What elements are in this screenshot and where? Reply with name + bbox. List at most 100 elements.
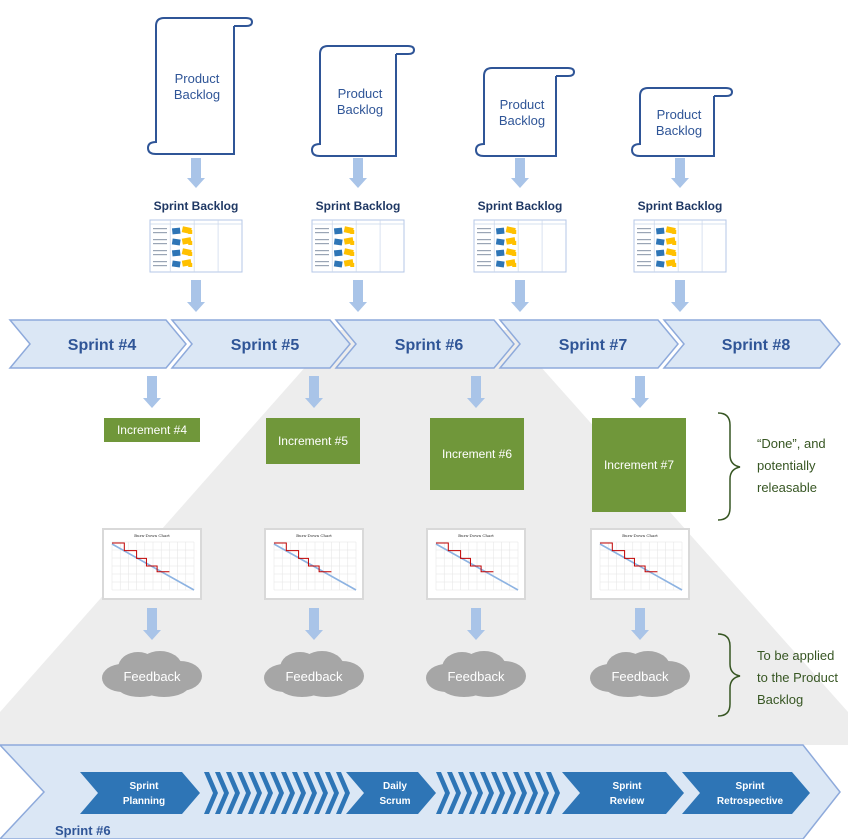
feedback-note: To be applied to the Product Backlog (717, 633, 838, 717)
sprint-chevron-shape (170, 319, 351, 369)
arrow-backlog-to-sprint-backlog-4 (671, 158, 689, 188)
board-yellow-note-small (512, 241, 517, 245)
sprint-chevron-shape (662, 319, 841, 369)
board-task-text (315, 232, 329, 234)
board-blue-note (171, 238, 181, 246)
sprint-backlog-1: Sprint Backlog (149, 199, 243, 273)
hatch-chevron (546, 772, 560, 814)
scroll-body (146, 26, 235, 155)
burndown-actual-line (436, 542, 494, 573)
board-task-text (153, 232, 167, 234)
sprint-event-label-line-2: Scrum (379, 796, 410, 807)
sprint-event-label-line-2: Review (610, 796, 645, 807)
board-yellow-note-small (672, 230, 677, 234)
board-task-text (637, 254, 651, 256)
cloud-lobe (278, 673, 326, 697)
board-task-text (477, 239, 491, 241)
hatch-chevron (237, 772, 251, 814)
feedback-cloud-1: Feedback (102, 651, 202, 697)
arrow-sprint-backlog-to-sprint-4 (671, 280, 689, 312)
burndown-chart-3: Burn-Down Chart (426, 528, 526, 600)
board-blue-note (495, 249, 505, 257)
increment-box (266, 418, 360, 464)
sprint-backlog-4: Sprint Backlog (633, 199, 727, 273)
arrow-backlog-to-sprint-backlog-1 (187, 158, 205, 188)
burndown-ideal-line (435, 543, 519, 591)
arrow-backlog-to-sprint-backlog-2 (349, 158, 367, 188)
arrow-sprint-to-increment-2 (305, 376, 323, 408)
hatch-chevron (248, 772, 262, 814)
burndown-actual-line (600, 542, 658, 573)
board-blue-note (495, 227, 505, 235)
board-task-text (315, 250, 329, 252)
board-task-text (153, 239, 167, 241)
hatch-chevron (226, 772, 240, 814)
increment-label: Increment #7 (604, 458, 674, 472)
sprint-funnel (0, 330, 848, 745)
increment-box (104, 418, 200, 442)
burndown-title: Burn-Down Chart (458, 533, 494, 538)
board-task-text (477, 232, 491, 234)
feedback-note-line-1: To be applied (757, 648, 834, 663)
arrow-sprint-to-increment-4 (631, 376, 649, 408)
done-note-line-2: potentially (757, 458, 816, 473)
sprint-event-shape (682, 772, 810, 814)
burndown-ideal-line (599, 543, 683, 591)
board-task-text (315, 228, 329, 230)
hatch-chevron (502, 772, 516, 814)
board-task-text (637, 261, 651, 263)
hatch-chevron (469, 772, 483, 814)
hatch-chevron (204, 772, 218, 814)
board-task-text (315, 254, 329, 256)
board-yellow-note-small (350, 252, 355, 256)
hatch-chevron (259, 772, 273, 814)
sprint-chevron-6: Sprint #6 (334, 319, 515, 369)
hatch-chevron (535, 772, 549, 814)
sprint-event-label-line-2: Planning (123, 796, 165, 807)
arrow-sprint-backlog-to-sprint-3 (511, 280, 529, 312)
board-blue-note (333, 238, 343, 246)
increment-4: Increment #4 (104, 418, 200, 442)
hatch-chevron (524, 772, 538, 814)
sprint-event-shape (80, 772, 200, 814)
board-yellow-note-small (188, 263, 193, 267)
hatch-chevron (270, 772, 284, 814)
burndown-chart-1: Burn-Down Chart (102, 528, 202, 600)
board-task-text (637, 239, 651, 241)
sprint-chevron-5: Sprint #5 (170, 319, 351, 369)
scroll-body (630, 96, 715, 157)
increment-box (592, 418, 686, 512)
sprint-backlog-label: Sprint Backlog (154, 199, 239, 213)
scroll-top-roll (155, 17, 254, 27)
board-blue-note (171, 227, 181, 235)
board-yellow-note-small (512, 263, 517, 267)
sprint-label: Sprint #8 (722, 337, 791, 354)
hatch-chevron (447, 772, 461, 814)
arrow-burndown-to-feedback-4 (631, 608, 649, 640)
sprint-6-detail-band: SprintPlanningDailyScrumSprintReviewSpri… (0, 744, 841, 839)
done-brace (717, 412, 741, 521)
sprint-chevron-8: Sprint #8 (662, 319, 841, 369)
board-yellow-note-small (188, 241, 193, 245)
sprint-label: Sprint #6 (395, 337, 464, 354)
board-task-text (315, 239, 329, 241)
scroll-body (310, 54, 397, 157)
board-task-text (477, 265, 491, 267)
sprint-backlog-board (149, 219, 243, 273)
board-task-text (315, 265, 329, 267)
product-backlog-label-line-1: Product (657, 107, 702, 122)
hatch-chevron (436, 772, 450, 814)
feedback-note-line-2: to the Product (757, 670, 838, 685)
sprint-chevron-7: Sprint #7 (498, 319, 679, 369)
